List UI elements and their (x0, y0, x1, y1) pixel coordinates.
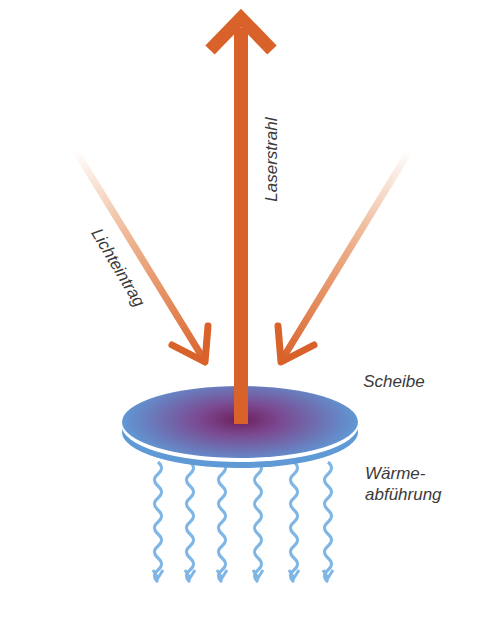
light-input-label: Lichteintrag (86, 225, 149, 311)
heat-wave (187, 462, 194, 582)
heat-wave-head (153, 570, 163, 578)
heat-wave-head (323, 570, 333, 578)
heat-wave (255, 462, 262, 582)
heat-wave-head (185, 570, 195, 578)
laser-beam-arrow (210, 18, 272, 424)
heat-wave-head (217, 570, 227, 578)
heat-wave-head (289, 570, 299, 578)
heat-wave (291, 462, 298, 582)
heat-wave (155, 462, 162, 582)
disk-label: Scheibe (363, 371, 424, 392)
beam-label: Laserstrahl (261, 118, 282, 202)
heat-wave (325, 462, 332, 582)
heat-wave-head (253, 570, 263, 578)
heat-wave (219, 462, 226, 582)
heat-removal-label: Wärme- abführung (365, 463, 455, 506)
heat-waves (153, 462, 333, 582)
